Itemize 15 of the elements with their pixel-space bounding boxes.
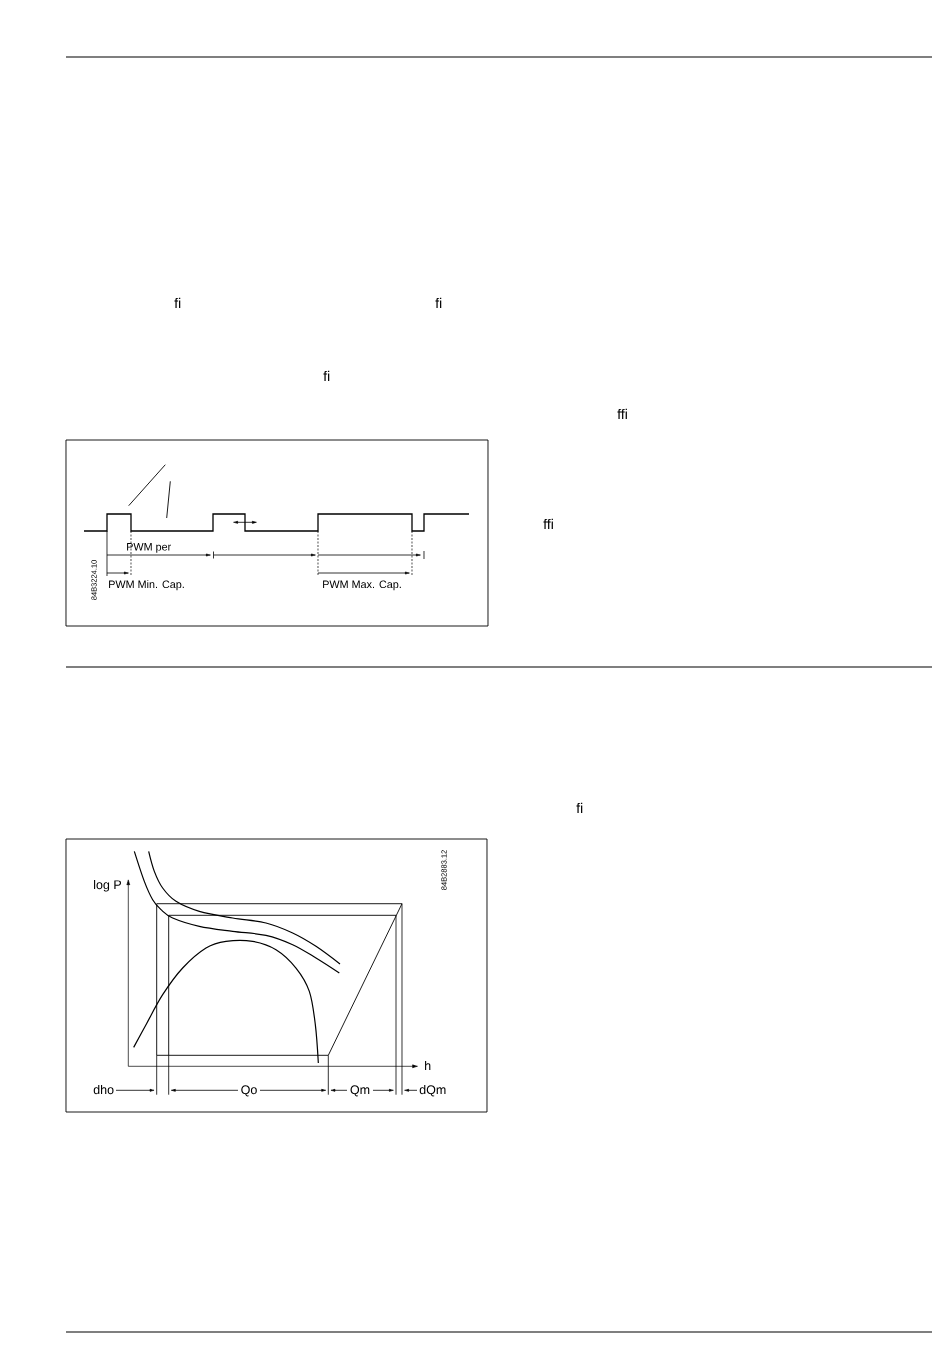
axis-label: log P [94,879,121,892]
text-fragment: ffi [617,408,627,419]
dimension-label: dQm [419,1084,446,1097]
dimension-label: PWM Max. Cap. [323,580,401,591]
dimension-label: dho [93,1084,114,1095]
dimension-label: PWM per [127,543,171,553]
text-fragment: fi [323,370,330,381]
text-fragment: fi [576,802,583,813]
axis-label: h [425,1060,431,1070]
dimension-label: PWM Min. Cap. [109,580,184,591]
dimension-label: Qm [350,1085,370,1097]
text-fragment: fi [435,297,442,308]
text-fragment: ffi [543,518,553,529]
dimension-label: Qo [241,1085,257,1097]
text-fragment: fi [174,297,181,308]
